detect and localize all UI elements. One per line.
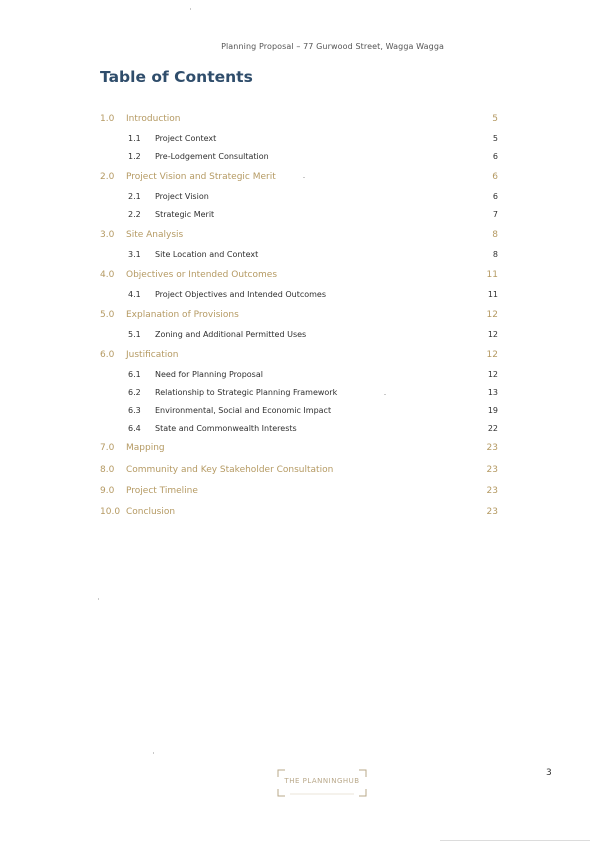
toc-entry[interactable]: 6.0 Justification 12	[0, 350, 600, 364]
toc-entry-page: 12	[486, 310, 498, 320]
toc-entry[interactable]: 1.2 Pre-Lodgement Consultation 6	[0, 152, 600, 166]
toc-entry-number: 3.0	[100, 230, 115, 240]
toc-entry-page: 6	[492, 192, 498, 201]
toc-entry-number: 6.2	[128, 388, 141, 397]
toc-entry[interactable]: 2.2 Strategic Merit 7	[0, 210, 600, 224]
toc-entry[interactable]: 3.1 Site Location and Context 8	[0, 250, 600, 264]
scan-speck	[153, 752, 154, 754]
toc-entry-number: 6.0	[100, 350, 115, 360]
toc-entry-number: 9.0	[100, 486, 115, 496]
toc-entry-page: 23	[486, 507, 498, 517]
toc-entry-label: Zoning and Additional Permitted Uses	[155, 330, 307, 339]
toc-entry-page: 12	[487, 370, 498, 379]
toc-entry-number: 4.1	[128, 290, 141, 299]
toc-entry[interactable]: 6.2 Relationship to Strategic Planning F…	[0, 388, 600, 402]
toc-entry-label: Project Vision	[155, 192, 209, 201]
toc-entry-page: 19	[487, 406, 498, 415]
toc-entry[interactable]: 2.1 Project Vision 6	[0, 192, 600, 206]
toc-entry-page: 5	[492, 134, 498, 143]
scan-speck	[303, 177, 305, 178]
toc-entry-number: 6.3	[128, 406, 141, 415]
toc-entry-label: Project Objectives and Intended Outcomes	[155, 290, 327, 299]
scan-speck	[98, 598, 99, 600]
toc-entry-label: Community and Key Stakeholder Consultati…	[126, 465, 334, 475]
toc-entry-label: Pre-Lodgement Consultation	[155, 152, 269, 161]
toc-entry-number: 6.4	[128, 424, 141, 433]
toc-entry-label: Site Location and Context	[155, 250, 259, 259]
toc-entry[interactable]: 6.1 Need for Planning Proposal 12	[0, 370, 600, 384]
toc-entry-label: Need for Planning Proposal	[155, 370, 263, 379]
toc-entry[interactable]: 7.0 Mapping 23	[0, 443, 600, 457]
logo-text: THE PLANNINGHUB	[284, 777, 360, 785]
toc-entry-label: Project Vision and Strategic Merit	[126, 172, 276, 182]
toc-entry-label: Project Timeline	[126, 486, 198, 496]
toc-entry-label: Explanation of Provisions	[126, 310, 239, 320]
page-title: Table of Contents	[100, 68, 253, 86]
toc-entry-page: 11	[486, 270, 498, 280]
toc-entry-number: 7.0	[100, 443, 115, 453]
toc-entry[interactable]: 10.0 Conclusion 23	[0, 507, 600, 521]
toc-entry-page: 12	[486, 350, 498, 360]
running-header: Planning Proposal – 77 Gurwood Street, W…	[221, 42, 444, 51]
toc-entry-page: 12	[487, 330, 498, 339]
toc-entry-label: State and Commonwealth Interests	[155, 424, 297, 433]
scan-speck	[190, 8, 191, 10]
page-number: 3	[546, 768, 552, 778]
toc-entry-page: 23	[486, 465, 498, 475]
toc-entry-label: Project Context	[155, 134, 217, 143]
toc-entry-number: 2.1	[128, 192, 141, 201]
toc-entry[interactable]: 8.0 Community and Key Stakeholder Consul…	[0, 465, 600, 479]
toc-entry-page: 5	[492, 114, 498, 124]
toc-entry-label: Strategic Merit	[155, 210, 215, 219]
toc-entry-number: 1.0	[100, 114, 115, 124]
toc-entry-number: 5.1	[128, 330, 141, 339]
toc-entry[interactable]: 9.0 Project Timeline 23	[0, 486, 600, 500]
toc-entry[interactable]: 3.0 Site Analysis 8	[0, 230, 600, 244]
toc-entry-label: Introduction	[126, 114, 181, 124]
toc-entry-page: 23	[486, 486, 498, 496]
toc-entry-number: 3.1	[128, 250, 141, 259]
toc-entry[interactable]: 5.0 Explanation of Provisions 12	[0, 310, 600, 324]
toc-entry-label: Site Analysis	[126, 230, 184, 240]
toc-entry-label: Conclusion	[126, 507, 176, 517]
toc-entry-page: 8	[492, 230, 498, 240]
toc-entry-page: 13	[487, 388, 498, 397]
toc-entry-number: 6.1	[128, 370, 141, 379]
toc-entry[interactable]: 4.1 Project Objectives and Intended Outc…	[0, 290, 600, 304]
toc-entry-page: 6	[492, 172, 498, 182]
toc-entry[interactable]: 4.0 Objectives or Intended Outcomes 11	[0, 270, 600, 284]
toc-entry-page: 8	[492, 250, 498, 259]
toc-entry-label: Objectives or Intended Outcomes	[126, 270, 278, 280]
logo-frame-icon	[277, 769, 367, 797]
scan-speck	[384, 394, 386, 395]
toc-entry-label: Relationship to Strategic Planning Frame…	[155, 388, 338, 397]
toc-entry-label: Justification	[126, 350, 179, 360]
toc-entry[interactable]: 2.0 Project Vision and Strategic Merit 6	[0, 172, 600, 186]
toc-entry[interactable]: 6.4 State and Commonwealth Interests 22	[0, 424, 600, 438]
toc-entry-number: 10.0	[100, 507, 121, 517]
toc-entry-number: 8.0	[100, 465, 115, 475]
toc-entry[interactable]: 1.1 Project Context 5	[0, 134, 600, 148]
toc-entry-number: 5.0	[100, 310, 115, 320]
toc-entry-page: 23	[486, 443, 498, 453]
toc-entry[interactable]: 6.3 Environmental, Social and Economic I…	[0, 406, 600, 420]
toc-entry-page: 7	[492, 210, 498, 219]
toc-entry-page: 6	[492, 152, 498, 161]
toc-entry-number: 1.2	[128, 152, 141, 161]
toc-entry[interactable]: 5.1 Zoning and Additional Permitted Uses…	[0, 330, 600, 344]
toc-entry-number: 2.0	[100, 172, 115, 182]
toc-entry-label: Environmental, Social and Economic Impac…	[155, 406, 332, 415]
toc-entry-label: Mapping	[126, 443, 165, 453]
toc-entry-number: 1.1	[128, 134, 141, 143]
planninghub-logo: THE PLANNINGHUB	[276, 768, 368, 798]
toc-entry-page: 22	[487, 424, 498, 433]
toc-entry[interactable]: 1.0 Introduction 5	[0, 114, 600, 128]
toc-entry-number: 2.2	[128, 210, 141, 219]
toc-entry-number: 4.0	[100, 270, 115, 280]
toc-entry-page: 11	[487, 290, 498, 299]
scan-edge-line	[440, 840, 590, 841]
